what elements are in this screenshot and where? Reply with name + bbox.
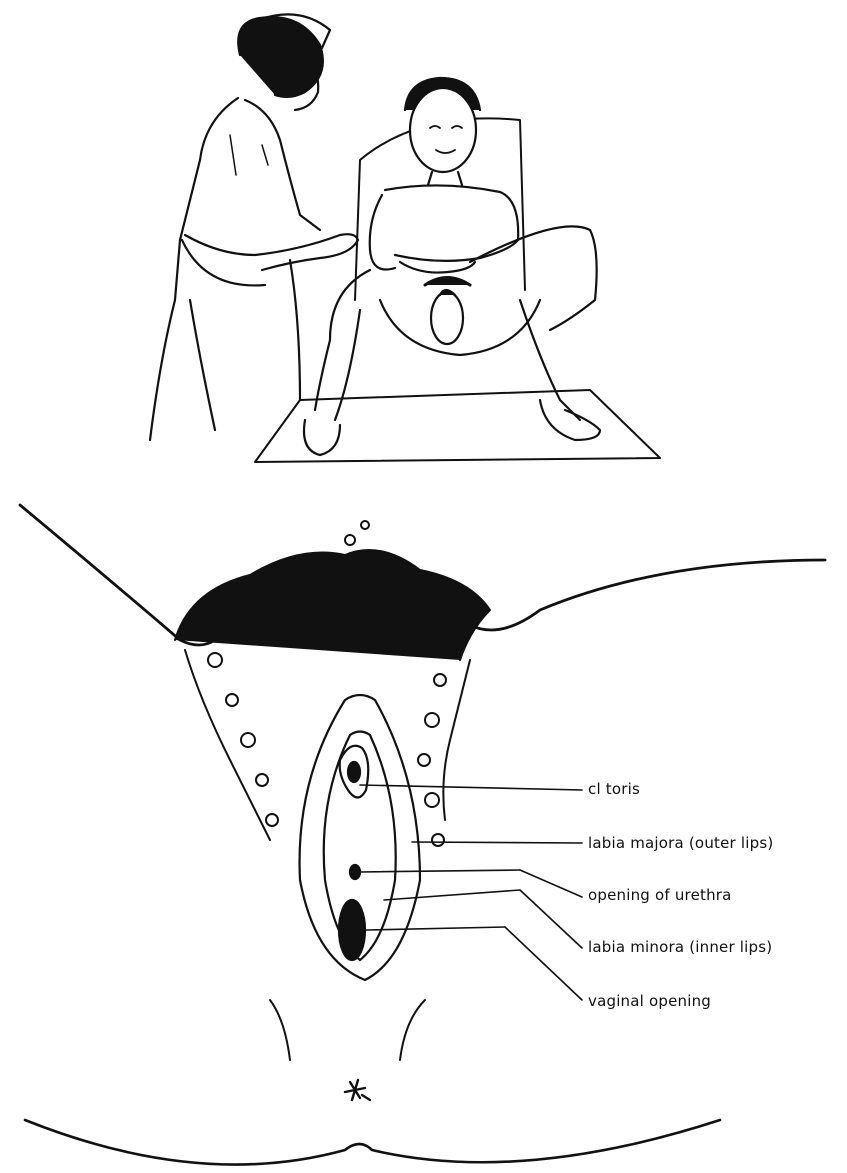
vaginal-opening-shape [339,900,365,960]
pubic-hair [175,521,490,846]
label-labia-minora: labia minora (inner lips) [588,938,772,956]
label-labia-majora: labia majora (outer lips) [588,834,773,852]
exam-scene-illustration [150,14,660,462]
leader-labia-majora [412,842,582,843]
leader-clitoris [360,785,582,790]
anus-mark [345,1080,370,1100]
label-urethra-opening: opening of urethra [588,886,732,904]
leader-labia-minora [384,890,520,900]
buttock-curve [25,1120,720,1165]
label-clitoris: cl toris [588,780,640,798]
label-vaginal-opening: vaginal opening [588,992,711,1010]
leader-vaginal [366,927,505,930]
clitoris-shape [348,762,360,782]
urethral-opening [350,865,360,879]
leader-urethra [360,870,520,872]
right-groin-line [470,560,825,630]
health-worker-figure [150,14,358,440]
